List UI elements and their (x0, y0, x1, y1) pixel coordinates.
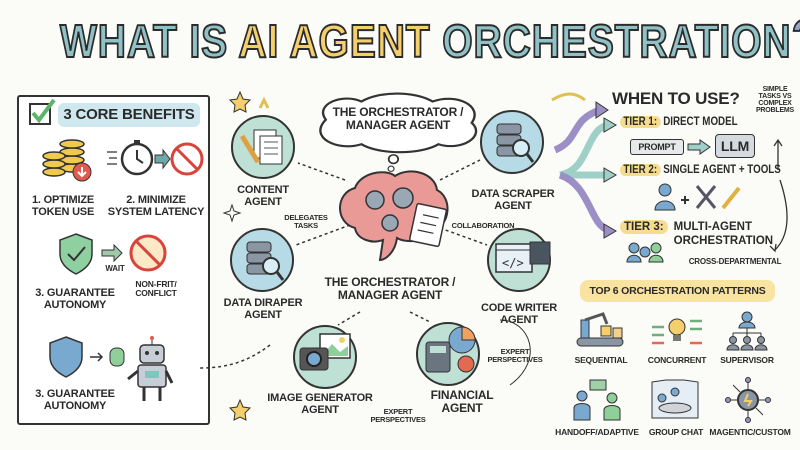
cross-departmental-label: CROSS-DEPARTMENTAL (688, 257, 782, 266)
image-generator-agent-label: IMAGE GENERATOR AGENT (267, 392, 373, 417)
financial-agent-label: FINANCIAL AGENT (430, 388, 494, 416)
wait-label: WAIT (105, 264, 125, 273)
benefit-3-label: 3. GUARANTEE AUTONOMY (35, 287, 115, 312)
data-scraper-agent-label: DATA SCRAPER AGENT (471, 188, 555, 213)
agent-tools-icon (654, 183, 741, 211)
database-search-icon (496, 123, 535, 163)
calculator-chart-icon (425, 326, 476, 373)
team-icon (626, 242, 664, 263)
hierarchy-icon (726, 311, 768, 351)
data-diraper-agent-label: DATA DIRAPER AGENT (223, 297, 303, 322)
circuit-gear-icon (725, 377, 771, 423)
pattern-concurrent[interactable]: CONCURRENT (647, 355, 707, 365)
tier-1: TIER 1: DIRECT MODEL (620, 116, 738, 128)
shield-check-icon (59, 233, 167, 275)
code-writer-agent-label: CODE WRITER AGENT (480, 302, 558, 327)
stopwatch-icon (107, 140, 204, 176)
patterns-title: TOP 6 ORCHESTRATION PATTERNS (580, 280, 775, 302)
data-diraper-agent-circle[interactable] (230, 228, 294, 292)
pattern-group-chat[interactable]: GROUP CHAT (648, 427, 704, 437)
tier-2: TIER 2: SINGLE AGENT + TOOLS (620, 164, 781, 176)
document-pencil-icon (239, 129, 283, 165)
content-agent-label: CONTENT AGENT (237, 184, 289, 209)
checkbox-icon (29, 98, 56, 125)
conflict-label: NON-FRIT/ CONFLICT (135, 279, 177, 299)
orchestrator-label: THE ORCHESTRATOR / MANAGER AGENT (324, 275, 456, 303)
page-title: WHAT IS AI AGENT ORCHESTRATION? (59, 8, 800, 70)
assembly-line-icon (576, 312, 624, 347)
benefit-2-label: 2. MINIMIZE SYSTEM LATENCY (107, 194, 205, 219)
camera-image-icon (299, 333, 351, 371)
prompt-box: PROMPT (630, 139, 684, 155)
benefit-4-label: 3. GUARANTEE AUTONOMY (35, 388, 115, 413)
content-agent-circle[interactable] (231, 115, 295, 179)
pattern-handoff-adaptive[interactable]: HANDOFF/ADAPTIVE (555, 427, 639, 437)
llm-box: LLM (715, 134, 755, 158)
when-to-use-title: WHEN TO USE? (612, 89, 740, 108)
collaboration-label: COLLABORATION (451, 221, 515, 230)
lightbulb-arrows-icon (652, 318, 702, 345)
delegates-label: DELEGATES TASKS (284, 213, 328, 231)
cloud-label: THE ORCHESTRATOR / MANAGER AGENT (332, 105, 464, 133)
pattern-supervisor[interactable]: SUPERVISOR (720, 355, 774, 365)
expert-perspectives-label-right: EXPERT PERSPECTIVES (487, 347, 543, 365)
shield-robot-icon (49, 336, 174, 401)
brain-icon (339, 170, 449, 262)
benefit-1-label: 1. OPTIMIZE TOKEN USE (31, 194, 95, 219)
tier-3: TIER 3: MULTI-AGENT ORCHESTRATION (620, 220, 790, 249)
benefits-header: 3 CORE BENEFITS (58, 103, 200, 127)
expert-perspectives-label-bottom: EXPERT PERSPECTIVES (370, 407, 426, 425)
simple-vs-complex-label: SIMPLE TASKS VS COMPLEX PROBLEMS (755, 86, 795, 114)
people-talking-icon (573, 379, 621, 421)
meeting-icon (651, 379, 699, 419)
coins-down-icon (42, 139, 92, 182)
code-window-icon: </> (495, 241, 551, 273)
pattern-magentic-custom[interactable]: MAGENTIC/CUSTOM (709, 427, 791, 437)
thought-cloud (319, 92, 478, 172)
database-search-icon (246, 241, 285, 281)
svg-text:</>: </> (502, 256, 524, 270)
pattern-sequential[interactable]: SEQUENTIAL (574, 355, 628, 365)
